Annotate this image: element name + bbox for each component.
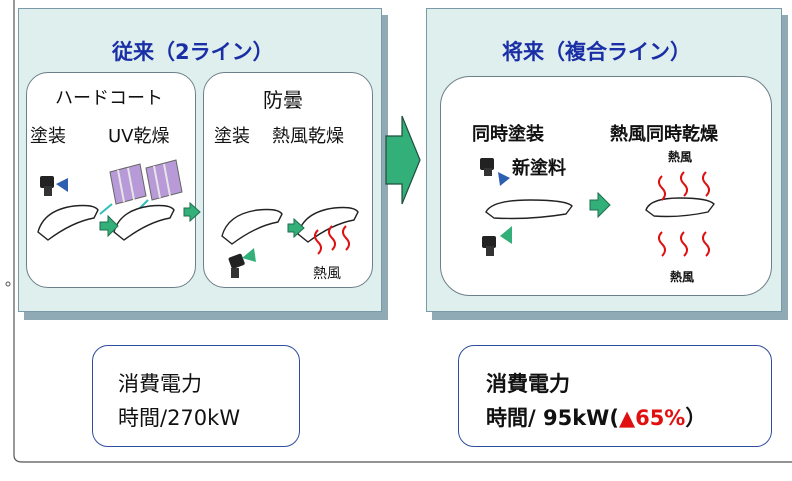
small-arrow-icon [99, 214, 119, 238]
small-arrow-icon [589, 191, 611, 219]
power-current-value: 時間/270kW [118, 406, 241, 430]
hot-air-icon [314, 225, 350, 255]
power-future-suffix: ） [685, 406, 707, 430]
spray-gun-icon [480, 158, 510, 186]
hardcoat-step-coat: 塗装 [30, 126, 66, 147]
lens-part-icon [221, 208, 283, 245]
antifog-step-coat: 塗装 [214, 126, 250, 147]
power-future-box [458, 345, 772, 447]
future-hot-air-top: 熱風 [668, 150, 693, 164]
power-future-prefix: 時間/ 95kW( [486, 406, 619, 430]
antifog-step-dry: 熱風乾燥 [272, 126, 344, 147]
future-step-coat: 同時塗装 [472, 124, 544, 145]
antifog-label: 防曇 [263, 88, 303, 112]
spray-gun-icon [40, 176, 68, 196]
power-reduction: ▲65% [618, 406, 686, 430]
lens-part-icon [645, 197, 715, 218]
combined-line-box [440, 76, 772, 296]
small-arrow-icon [183, 201, 201, 223]
power-current-box [92, 345, 300, 447]
antifog-line-box [203, 72, 373, 288]
uv-lamp-icon [99, 159, 183, 215]
lens-part-icon [113, 204, 175, 241]
hardcoat-step-uv: UV乾燥 [108, 126, 170, 147]
lens-part-icon [485, 199, 573, 220]
lens-part-icon [297, 206, 359, 243]
power-future-value: 時間/ 95kW(▲65%） [486, 402, 706, 432]
power-current-label: 消費電力 [118, 372, 202, 396]
small-arrow-icon [287, 217, 305, 239]
lens-part-icon [37, 204, 99, 241]
power-future-label: 消費電力 [486, 372, 570, 396]
hardcoat-label: ハードコート [55, 88, 163, 109]
transition-arrow-icon [385, 115, 421, 205]
future-hot-air-bottom: 熱風 [670, 270, 695, 284]
spray-gun-icon [482, 226, 512, 256]
spray-gun-icon [228, 248, 256, 278]
future-title: 将来（複合ライン） [502, 40, 691, 64]
current-title: 従来（2ライン） [112, 40, 274, 64]
future-step-dry: 熱風同時乾燥 [610, 124, 718, 145]
new-paint-label: 新塗料 [512, 158, 566, 179]
antifog-hot-air-label: 熱風 [313, 266, 341, 282]
hot-air-icon [658, 171, 710, 257]
